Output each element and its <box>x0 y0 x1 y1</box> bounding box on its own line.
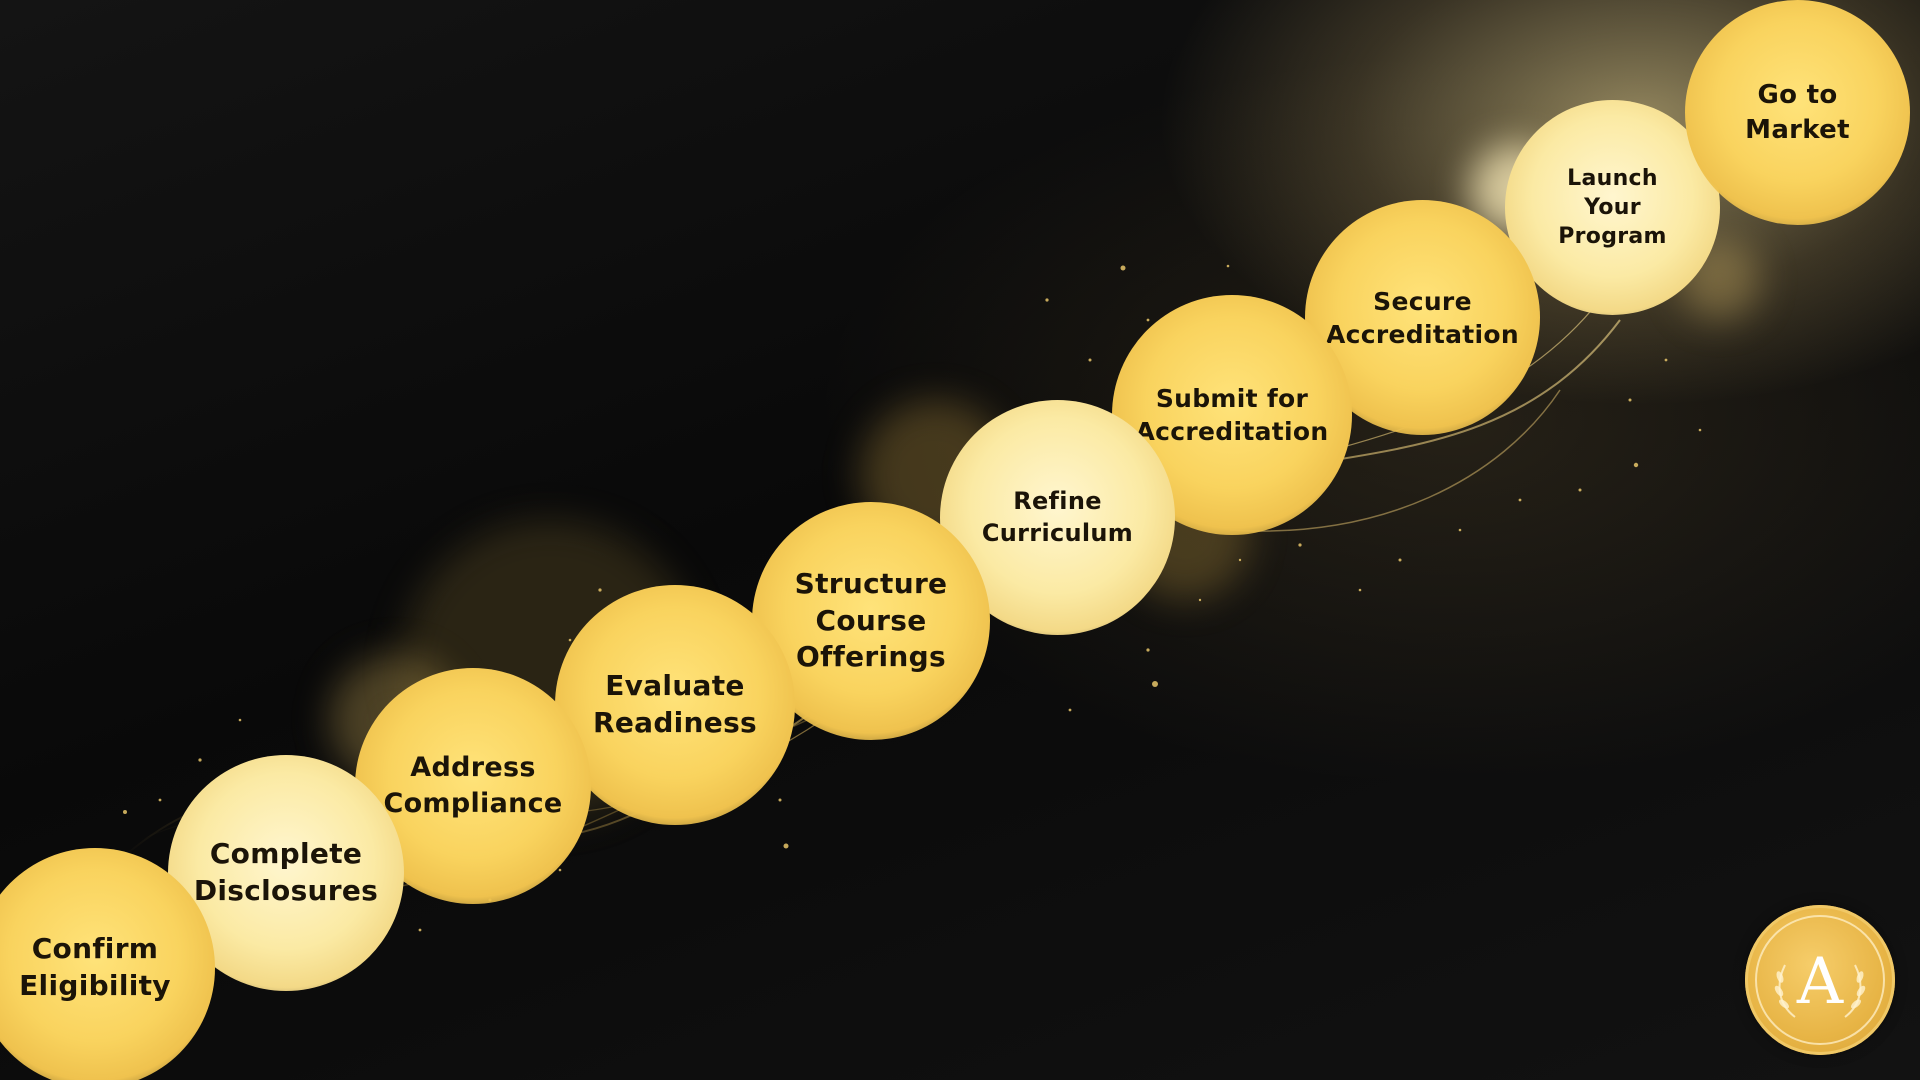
brand-logo: A <box>1745 905 1895 1055</box>
step-circle: Refine Curriculum <box>940 400 1175 635</box>
step-circle: Launch Your Program <box>1505 100 1720 315</box>
step-label: Address Compliance <box>383 752 563 819</box>
step-circle: Confirm Eligibility <box>0 848 215 1080</box>
step-label: Refine Curriculum <box>981 486 1134 547</box>
step-label: Launch Your Program <box>1558 165 1667 250</box>
step-circle: Go to Market <box>1685 0 1910 225</box>
step-label: Submit for Accreditation <box>1135 384 1329 446</box>
step-label: Go to Market <box>1745 80 1850 145</box>
step-circle: Evaluate Readiness <box>555 585 795 825</box>
step-label: Structure Course Offerings <box>794 566 948 674</box>
step-circle: Address Compliance <box>355 668 591 904</box>
logo-letter: A <box>1796 945 1844 1019</box>
step-label: Complete Disclosures <box>193 837 379 907</box>
step-label: Evaluate Readiness <box>592 669 758 739</box>
step-label: Secure Accreditation <box>1326 286 1519 349</box>
laurel-icon <box>1774 964 1866 1018</box>
step-label: Confirm Eligibility <box>19 932 171 1002</box>
logo-ring <box>1755 915 1885 1045</box>
